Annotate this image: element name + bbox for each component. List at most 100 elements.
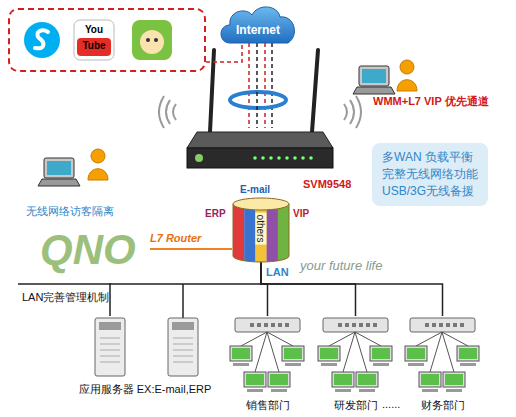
pc-screen bbox=[232, 348, 250, 359]
switch-port bbox=[338, 323, 342, 327]
node-picture bbox=[185, 128, 335, 172]
pc-keyboard bbox=[247, 389, 263, 392]
l7-router-label: L7 Router bbox=[150, 232, 201, 244]
pc-monitor bbox=[457, 346, 479, 361]
pc-screen bbox=[407, 348, 425, 359]
pc-keyboard bbox=[271, 389, 287, 392]
pc-screen bbox=[445, 374, 463, 385]
internet-cloud: Internet bbox=[220, 3, 296, 43]
switch-port bbox=[285, 323, 289, 327]
pc-keyboard bbox=[335, 389, 351, 392]
app-icons-box: You Tube bbox=[8, 8, 206, 72]
pc-cable bbox=[430, 332, 442, 372]
l7-traffic-cylinder: E-mailERPVIPothers bbox=[232, 198, 290, 262]
pc-screen bbox=[372, 348, 390, 359]
server-vent bbox=[100, 338, 120, 339]
pps-eye bbox=[154, 38, 158, 42]
wave bbox=[166, 100, 170, 124]
server-vent bbox=[100, 344, 120, 345]
laptop-screen bbox=[44, 158, 74, 178]
node-text: 无线网络访客隔离 bbox=[26, 204, 114, 219]
lan-note: LAN完善管理机制 bbox=[22, 290, 109, 305]
node-picture bbox=[318, 316, 393, 413]
feature-callout: 多WAN 负载平衡完整无线网络功能USB/3G无线备援 bbox=[372, 143, 488, 206]
node-text: 财务部门 bbox=[405, 398, 480, 413]
antenna bbox=[312, 50, 318, 132]
pc-cable bbox=[355, 332, 367, 372]
youtube-icon bbox=[74, 20, 114, 60]
switch-box bbox=[323, 318, 388, 332]
switch-box bbox=[235, 318, 300, 332]
node-text: 销售部门 bbox=[230, 398, 305, 413]
pc-screen bbox=[246, 374, 264, 385]
pc-screen bbox=[459, 348, 477, 359]
laptop-base bbox=[353, 87, 395, 94]
pc-monitor bbox=[443, 372, 465, 387]
l7-leader bbox=[150, 248, 232, 250]
pc-monitor bbox=[230, 346, 252, 361]
pc-monitor bbox=[370, 346, 392, 361]
switch-port bbox=[359, 323, 363, 327]
pc-cable bbox=[442, 332, 454, 372]
cylinder-outline bbox=[233, 204, 289, 262]
node-picture bbox=[10, 10, 204, 70]
wave bbox=[159, 96, 164, 128]
load-balance-ring bbox=[230, 92, 286, 108]
server-bay bbox=[172, 322, 194, 330]
server-vent bbox=[173, 344, 193, 345]
department-switch: 财务部门 bbox=[405, 316, 480, 413]
switch-port bbox=[271, 323, 275, 327]
node-text: 研发部门 bbox=[318, 398, 393, 413]
switch-port bbox=[460, 323, 464, 327]
person-body bbox=[88, 169, 108, 180]
router-led bbox=[269, 156, 273, 160]
server-vent bbox=[173, 338, 193, 339]
wave bbox=[356, 96, 361, 128]
switch-port bbox=[352, 323, 356, 327]
pps-eye bbox=[146, 38, 150, 42]
node-text: E-mail bbox=[240, 184, 270, 195]
switch-port bbox=[366, 323, 370, 327]
pc-cable bbox=[267, 332, 279, 372]
node-text: others bbox=[255, 213, 266, 245]
watermark-logo: QNO bbox=[40, 226, 136, 274]
node-picture bbox=[405, 316, 480, 413]
switch-port bbox=[278, 323, 282, 327]
laptop-base bbox=[38, 179, 80, 186]
pc-screen bbox=[421, 374, 439, 385]
pc-cable bbox=[255, 332, 267, 372]
node-picture bbox=[230, 316, 305, 413]
lan-label: LAN bbox=[266, 266, 289, 278]
node-text: 多WAN 负载平衡 bbox=[382, 149, 478, 166]
server-tower bbox=[95, 318, 125, 376]
pc-monitor bbox=[268, 372, 290, 387]
server-vent bbox=[173, 350, 193, 351]
pc-screen bbox=[358, 374, 376, 385]
router-top bbox=[187, 132, 333, 148]
server-vent bbox=[100, 362, 120, 363]
person-head bbox=[91, 149, 105, 163]
wireless-waves bbox=[159, 96, 361, 128]
ellipsis: ...... bbox=[382, 398, 400, 410]
switch-port bbox=[453, 323, 457, 327]
node-text: Internet bbox=[220, 23, 296, 37]
server-vent bbox=[173, 362, 193, 363]
pc-monitor bbox=[282, 346, 304, 361]
pc-keyboard bbox=[460, 363, 476, 366]
cylinder-top bbox=[233, 198, 289, 210]
pps-face bbox=[140, 30, 164, 54]
router-led bbox=[309, 156, 313, 160]
person-body bbox=[397, 80, 417, 91]
antennas bbox=[210, 50, 318, 132]
pc-monitor bbox=[244, 372, 266, 387]
node-text: WMM+L7 VIP 优先通道 bbox=[373, 94, 489, 109]
switch-port bbox=[250, 323, 254, 327]
router-led bbox=[285, 156, 289, 160]
guest-client: 无线网络访客隔离 bbox=[22, 132, 152, 222]
vip-client: WMM+L7 VIP 优先通道 bbox=[355, 58, 510, 110]
switch-port bbox=[345, 323, 349, 327]
switch-port bbox=[373, 323, 377, 327]
switch-port bbox=[446, 323, 450, 327]
pc-monitor bbox=[318, 346, 340, 361]
